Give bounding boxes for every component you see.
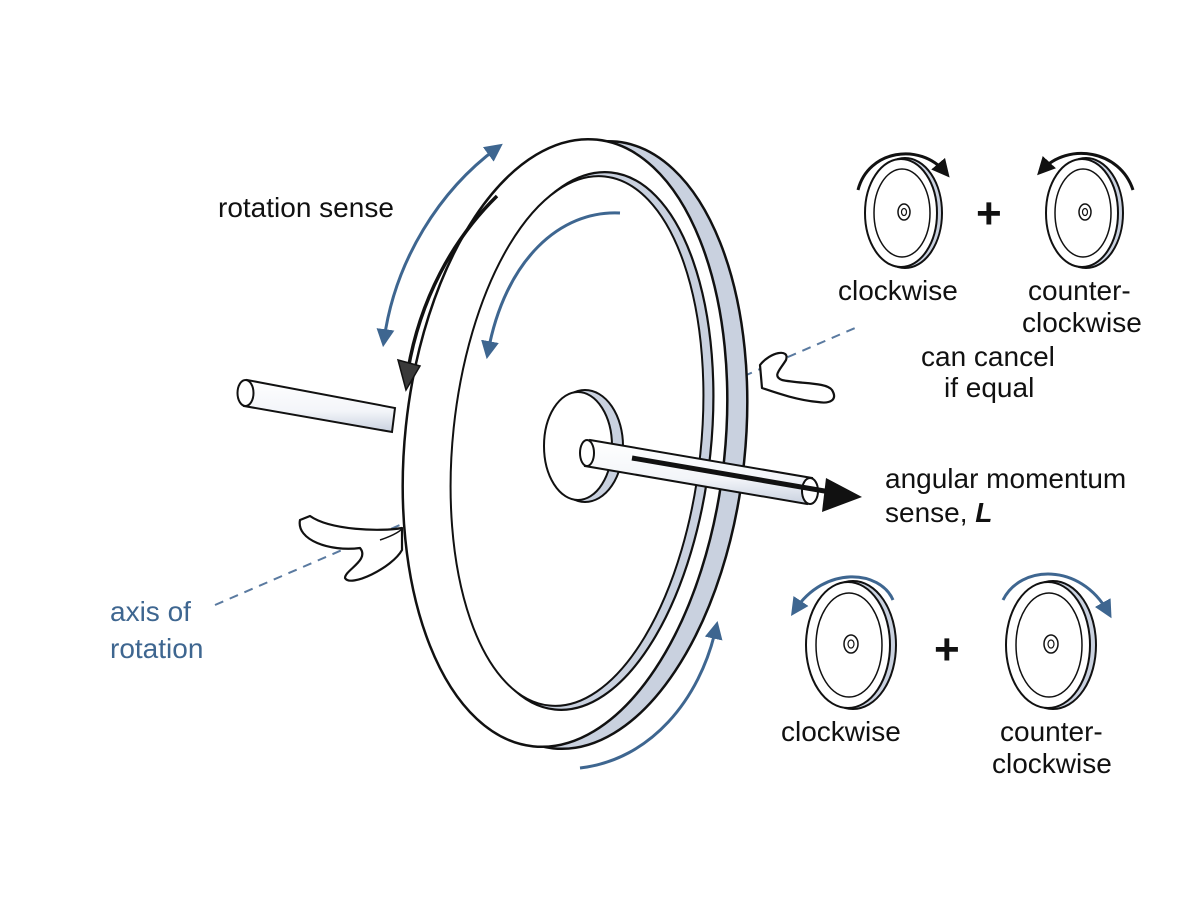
axis-of-rotation-dashed-line bbox=[214, 327, 856, 606]
right-shaft bbox=[579, 438, 819, 506]
top-plus-sign: + bbox=[976, 189, 1002, 238]
outer-rim-double-arrow bbox=[376, 143, 503, 348]
bottom-left-mini-wheel bbox=[791, 575, 897, 710]
bottom-clockwise-label: clockwise bbox=[781, 716, 901, 747]
bottom-counter-label-line1: counter- bbox=[1000, 716, 1103, 747]
right-bracket bbox=[758, 351, 836, 404]
top-right-mini-wheel bbox=[1037, 151, 1135, 269]
axis-label-line2: rotation bbox=[110, 633, 203, 664]
momentum-label-line2: sense, L bbox=[885, 497, 992, 528]
bottom-counter-label-line2: clockwise bbox=[992, 748, 1112, 779]
angular-momentum-arrow bbox=[631, 455, 843, 497]
left-shaft bbox=[236, 378, 397, 434]
bottom-right-mini-wheel bbox=[1001, 572, 1112, 710]
cancel-note-line1: can cancel bbox=[921, 341, 1055, 372]
cancel-note-line2: if equal bbox=[944, 372, 1034, 403]
top-counter-label-line1: counter- bbox=[1028, 275, 1131, 306]
momentum-label-prefix: sense, bbox=[885, 497, 975, 528]
rotation-sense-arrowhead bbox=[396, 358, 422, 392]
momentum-label-line1: angular momentum bbox=[885, 463, 1126, 494]
top-pair: + clockwise counter- clockwise can cance… bbox=[838, 151, 1142, 403]
momentum-symbol-L: L bbox=[975, 497, 992, 528]
top-counter-label-line2: clockwise bbox=[1022, 307, 1142, 338]
axis-label-line1: axis of bbox=[110, 596, 191, 627]
bottom-pair: + clockwise counter- clockwise bbox=[781, 572, 1112, 779]
angular-momentum-arrowhead bbox=[822, 478, 862, 512]
inner-face-rotation-arrow bbox=[481, 211, 621, 360]
rotation-sense-label: rotation sense bbox=[218, 192, 394, 223]
bottom-plus-sign: + bbox=[934, 625, 960, 674]
top-clockwise-label: clockwise bbox=[838, 275, 958, 306]
left-bracket bbox=[298, 514, 404, 582]
bottom-rim-rotation-arrow bbox=[579, 620, 723, 770]
top-left-mini-wheel bbox=[856, 152, 950, 269]
